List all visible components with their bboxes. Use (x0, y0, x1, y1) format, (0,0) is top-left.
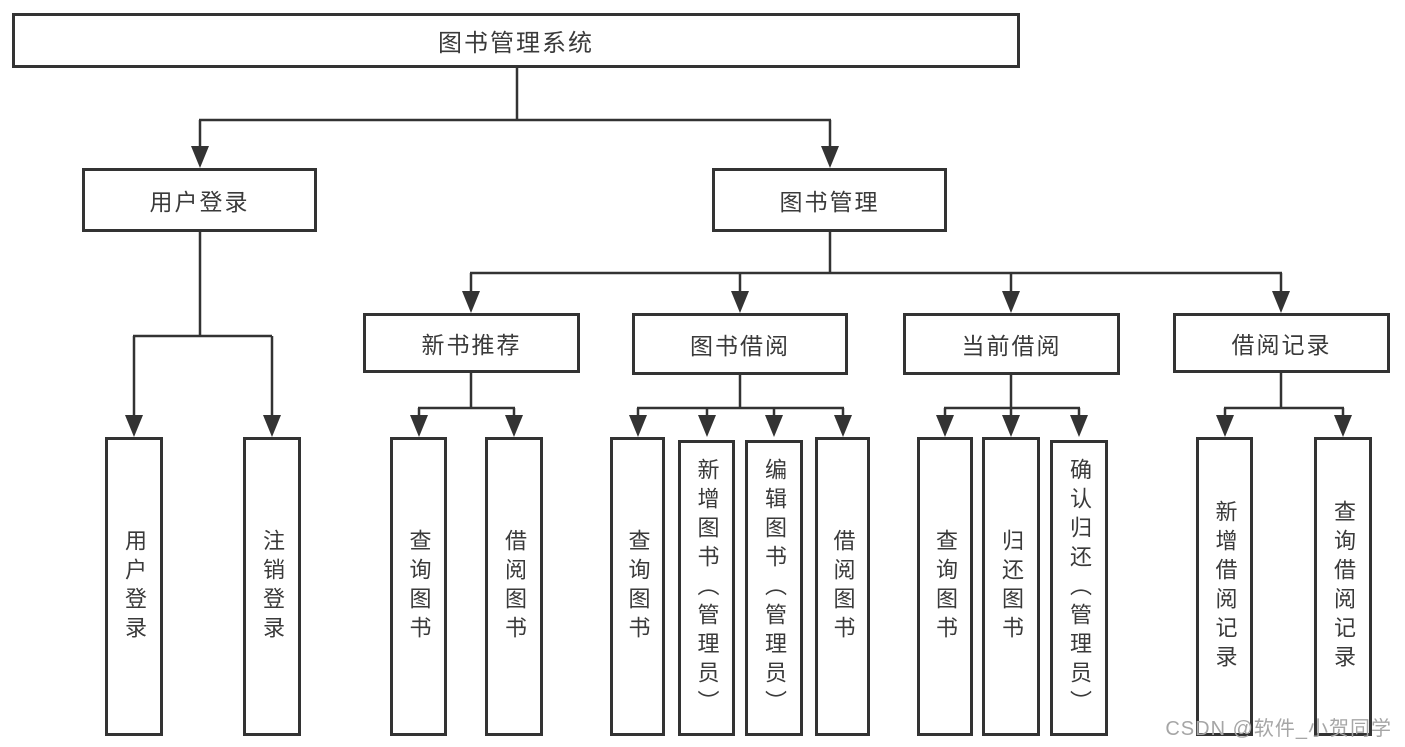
leaf-borrowmgmt-borrow-books: 借阅图书 (815, 437, 870, 736)
leaf-newbook-query-books-label: 查询图书 (406, 528, 432, 645)
node-user-login: 用户登录 (82, 168, 317, 232)
node-library-management-system: 图书管理系统 (12, 13, 1020, 68)
leaf-logout: 注销登录 (243, 437, 301, 736)
leaf-records-query-borrow-record-label: 查询借阅记录 (1331, 499, 1356, 674)
leaf-newbook-query-books: 查询图书 (390, 437, 447, 736)
leaf-user-login: 用户登录 (105, 437, 163, 736)
leaf-current-return-book-label: 归还图书 (999, 528, 1024, 645)
arrowheads (125, 146, 1352, 437)
leaf-current-confirm-return-admin-label: 确认归还（管理员） (1067, 457, 1092, 719)
connector-path (132, 66, 1345, 430)
leaf-current-query-books: 查询图书 (917, 437, 973, 736)
node-current-borrowing: 当前借阅 (903, 313, 1120, 375)
leaf-current-query-books-label: 查询图书 (933, 528, 958, 645)
leaf-current-confirm-return-admin: 确认归还（管理员） (1050, 440, 1108, 736)
node-borrowing-records: 借阅记录 (1173, 313, 1390, 373)
node-new-book-recommend: 新书推荐 (363, 313, 580, 373)
leaf-newbook-borrow-books-label: 借阅图书 (502, 528, 527, 645)
leaf-borrowmgmt-add-book-admin: 新增图书（管理员） (678, 440, 735, 736)
leaf-borrowmgmt-edit-book-admin: 编辑图书（管理员） (745, 440, 803, 736)
leaf-borrowmgmt-edit-book-admin-label: 编辑图书（管理员） (762, 457, 787, 719)
leaf-newbook-borrow-books: 借阅图书 (485, 437, 543, 736)
leaf-borrowmgmt-borrow-books-label: 借阅图书 (830, 528, 856, 645)
leaf-current-return-book: 归还图书 (982, 437, 1040, 736)
csdn-watermark: CSDN @软件_小贺同学 (1165, 718, 1392, 740)
leaf-records-add-borrow-record-label: 新增借阅记录 (1212, 499, 1238, 674)
leaf-user-login-label: 用户登录 (122, 528, 147, 645)
leaf-borrowmgmt-add-book-admin-label: 新增图书（管理员） (694, 457, 720, 719)
leaf-records-query-borrow-record: 查询借阅记录 (1314, 437, 1372, 736)
leaf-borrowmgmt-query-books: 查询图书 (610, 437, 665, 736)
leaf-borrowmgmt-query-books-label: 查询图书 (625, 528, 651, 645)
leaf-records-add-borrow-record: 新增借阅记录 (1196, 437, 1253, 736)
node-book-borrowing: 图书借阅 (632, 313, 848, 375)
leaf-logout-label: 注销登录 (260, 528, 285, 645)
node-book-management: 图书管理 (712, 168, 947, 232)
